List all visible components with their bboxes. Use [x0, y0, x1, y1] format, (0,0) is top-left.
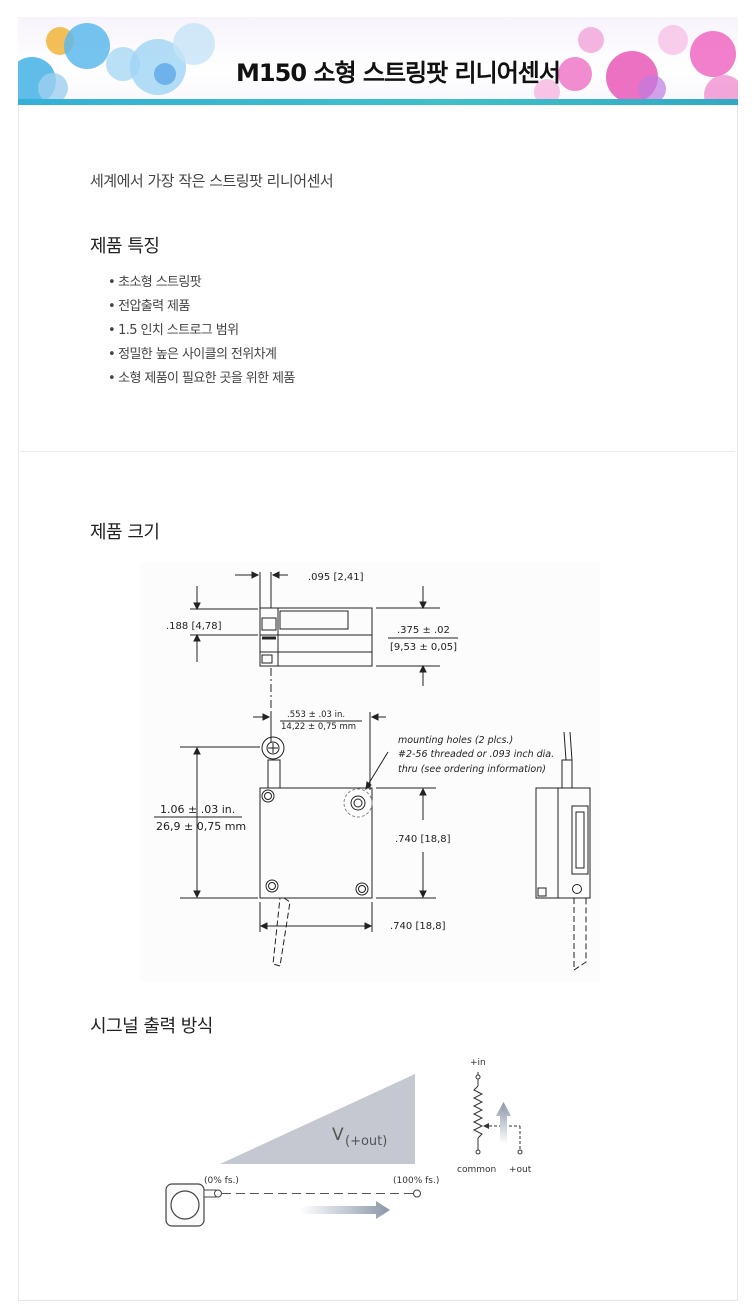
- page-frame: [18, 17, 738, 1301]
- header-banner: M150 소형 스트링팟 리니어센서: [18, 17, 738, 105]
- dim-553-top: .553 ± .03 in.: [287, 710, 345, 720]
- v-label: V: [332, 1125, 344, 1145]
- plus-in-label: +in: [470, 1058, 486, 1068]
- plus-out-label: +out: [509, 1165, 532, 1175]
- feature-item: 1.5 인치 스트로그 범위: [108, 323, 295, 347]
- dim-375-bottom: [9,53 ± 0,05]: [390, 642, 457, 653]
- zero-fs-label: (0% fs.): [204, 1176, 239, 1186]
- features-list: 초소형 스트링팟 전압출력 제품 1.5 인치 스트로그 범위 정밀한 높은 사…: [108, 275, 295, 395]
- feature-item: 정밀한 높은 사이클의 전위차계: [108, 347, 295, 371]
- dim-740-vertical: .740 [18,8]: [395, 834, 451, 845]
- dim-106-top: 1.06 ± .03 in.: [160, 803, 235, 816]
- signal-heading: 시그널 출력 방식: [90, 1016, 213, 1037]
- signal-diagram: V (+out) (0% fs.) (100% fs.) +in common …: [165, 1058, 532, 1227]
- travel-arrow: [300, 1201, 390, 1219]
- dim-553-bottom: 14,22 ± 0,75 mm: [281, 722, 356, 732]
- intro-text: 세계에서 가장 작은 스트링팟 리니어센서: [90, 172, 334, 190]
- feature-item: 소형 제품이 필요한 곳을 위한 제품: [108, 371, 295, 395]
- section-divider: [19, 451, 735, 452]
- dimension-drawing: .095 [2,41] .188 [4,78] .375 ± .02 [9,53…: [140, 562, 600, 982]
- banner-accent-bar: [18, 99, 738, 105]
- dim-740-horizontal: .740 [18,8]: [390, 921, 446, 932]
- dimensions-heading: 제품 크기: [90, 522, 160, 543]
- wiper-up-arrow: [496, 1102, 511, 1144]
- mounting-note-line2: #2-56 threaded or .093 inch dia.: [398, 749, 554, 760]
- page-title: M150 소형 스트링팟 리니어센서: [236, 59, 561, 87]
- output-ramp: [220, 1074, 415, 1164]
- dim-375-top: .375 ± .02: [397, 625, 450, 636]
- full-fs-label: (100% fs.): [393, 1176, 439, 1186]
- dim-106-bottom: 26,9 ± 0,75 mm: [156, 820, 246, 833]
- mounting-note-line3: thru (see ordering information): [398, 764, 546, 775]
- dim-095-label: .095 [2,41]: [308, 572, 364, 583]
- v-sub-label: (+out): [345, 1134, 387, 1149]
- mounting-note-line1: mounting holes (2 plcs.): [398, 735, 513, 746]
- features-heading: 제품 특징: [90, 236, 160, 257]
- feature-item: 전압출력 제품: [108, 299, 295, 323]
- feature-item: 초소형 스트링팟: [108, 275, 295, 299]
- common-label: common: [457, 1165, 496, 1175]
- dim-188-label: .188 [4,78]: [166, 621, 222, 632]
